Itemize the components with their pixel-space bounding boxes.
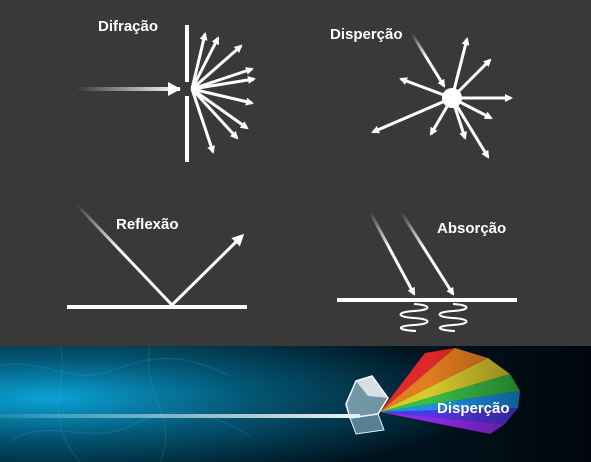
reflection-incoming-ray [75, 203, 174, 307]
dispersion-particle [442, 88, 462, 108]
phenomena-svg: Difração Disperçã [67, 18, 517, 332]
absorption-waves [399, 303, 468, 332]
dispersion-prism-label: Disperção [437, 400, 510, 417]
absorption-ray-1 [368, 211, 416, 296]
diffraction-label: Difração [98, 18, 158, 35]
prism-svg: Disperção [0, 346, 591, 462]
diffraction-diagram: Difração [76, 18, 256, 162]
reflection-outgoing-ray [170, 233, 245, 307]
incident-light-beam [0, 414, 360, 418]
diffraction-incoming-arrowhead [168, 82, 181, 96]
dispersion-top-label: Disperção [330, 26, 403, 43]
light-phenomena-panel: Difração Disperçã [0, 0, 591, 346]
reflection-diagram: Reflexão [67, 203, 247, 309]
spectrum-fade [430, 346, 591, 462]
absorption-diagram: Absorção [337, 211, 517, 332]
reflection-label: Reflexão [116, 216, 179, 233]
dispersion-incoming-ray [410, 33, 446, 88]
dispersion-diagram: Disperção [330, 26, 513, 159]
prism-photo-panel: Disperção [0, 346, 591, 462]
diffraction-incoming-ray [76, 87, 180, 91]
glass-prism [345, 375, 389, 435]
absorption-label: Absorção [437, 220, 506, 237]
diffraction-rays [190, 32, 256, 154]
absorption-ray-2 [399, 211, 455, 296]
